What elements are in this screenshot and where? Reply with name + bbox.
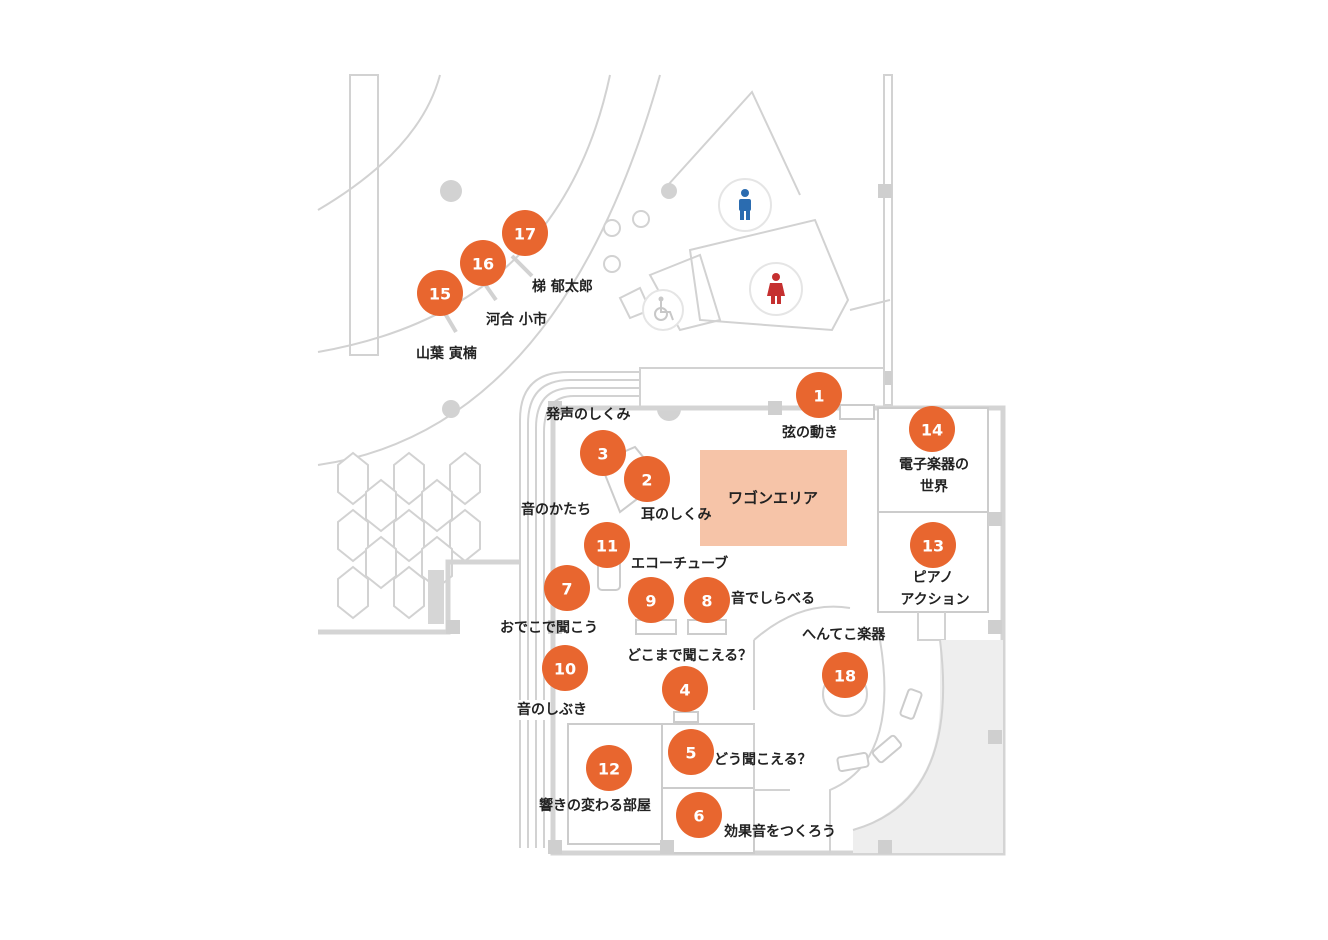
hexagon-floor (337, 451, 481, 620)
marker-4[interactable]: 4 (662, 666, 708, 712)
label-5: どう聞こえる？ (714, 752, 812, 768)
plaza-post (442, 400, 460, 418)
marker-circle[interactable] (628, 577, 674, 623)
marker-circle[interactable] (417, 270, 463, 316)
marker-circle[interactable] (502, 210, 548, 256)
marker-2[interactable]: 2 (624, 456, 670, 502)
label-14-line2: 世界 (920, 478, 949, 495)
marker-5[interactable]: 5 (668, 729, 714, 775)
marker-circle[interactable] (796, 372, 842, 418)
marker-number: 1 (813, 387, 824, 406)
marker-number: 17 (514, 225, 536, 244)
marker-number: 15 (429, 285, 451, 304)
label-13-line2: アクション (900, 592, 969, 608)
marker-circle[interactable] (460, 240, 506, 286)
marker-14[interactable]: 14 (909, 406, 955, 452)
marker-12[interactable]: 12 (586, 745, 632, 791)
marker-7[interactable]: 7 (544, 565, 590, 611)
marker-number: 13 (922, 537, 944, 556)
label-7: おでこで聞こう (500, 620, 598, 636)
marker-circle[interactable] (668, 729, 714, 775)
label-6: 効果音をつくろう (724, 823, 836, 840)
label-17: 梯 郁太郎 (532, 278, 593, 295)
label-2: 耳のしくみ (641, 507, 712, 523)
label-13-line1: ピアノ (913, 570, 954, 586)
wheelchair-figure (654, 300, 674, 321)
marker-number: 2 (641, 471, 652, 490)
marker-circle[interactable] (542, 645, 588, 691)
marker-circle[interactable] (544, 565, 590, 611)
marker-circle[interactable] (624, 456, 670, 502)
label-14-line1: 電子楽器の (899, 456, 969, 473)
marker-number: 12 (598, 760, 620, 779)
marker-9[interactable]: 9 (628, 577, 674, 623)
label-8: 音でしらべる (731, 590, 815, 607)
marker-circle[interactable] (822, 652, 868, 698)
label-9: どこまで聞こえる？ (627, 648, 752, 664)
marker-3[interactable]: 3 (580, 430, 626, 476)
label-10: 音のしぶき (517, 701, 587, 718)
man-figure (739, 189, 751, 220)
marker-18[interactable]: 18 (822, 652, 868, 698)
label-18: へんてこ楽器 (802, 626, 886, 643)
marker-number: 6 (693, 807, 704, 826)
label-16: 河合 小市 (486, 311, 547, 328)
restroom-block (618, 90, 891, 332)
label-15: 山葉 寅楠 (416, 345, 477, 362)
marker-1[interactable]: 1 (796, 372, 842, 418)
wagon-area[interactable]: ワゴンエリア (700, 450, 847, 546)
marker-circle[interactable] (910, 522, 956, 568)
label-voice: 発声のしくみ (545, 406, 631, 423)
marker-circle[interactable] (586, 745, 632, 791)
marker-number: 5 (685, 744, 696, 763)
marker-number: 4 (679, 681, 690, 700)
marker-circle[interactable] (684, 577, 730, 623)
woman-figure (767, 273, 785, 304)
marker-number: 3 (597, 445, 608, 464)
marker-11[interactable]: 11 (584, 522, 630, 568)
marker-16[interactable]: 16 (460, 240, 506, 286)
label-sound-shape: 音のかたち (521, 501, 591, 518)
plaza-post (440, 180, 462, 202)
marker-8[interactable]: 8 (684, 577, 730, 623)
marker-circle[interactable] (580, 430, 626, 476)
marker-10[interactable]: 10 (542, 645, 588, 691)
label-11: エコーチューブ (631, 555, 728, 572)
plaza-post (661, 183, 677, 199)
marker-15[interactable]: 15 (417, 270, 463, 316)
marker-number: 10 (554, 660, 576, 679)
exhibit-labels: 弦の動き 耳のしくみ どう聞こえる？ 効果音をつくろう おでこで聞こう 音でしら… (416, 278, 970, 840)
marker-circle[interactable] (909, 406, 955, 452)
wagon-area-label: ワゴンエリア (728, 489, 818, 507)
marker-17[interactable]: 17 (502, 210, 548, 256)
marker-circle[interactable] (662, 666, 708, 712)
marker-number: 11 (596, 537, 618, 556)
marker-number: 8 (701, 592, 712, 611)
marker-circle[interactable] (676, 792, 722, 838)
wheelchair-icon (642, 289, 684, 331)
marker-circle[interactable] (584, 522, 630, 568)
marker-number: 7 (561, 580, 572, 599)
marker-number: 18 (834, 667, 856, 686)
marker-number: 16 (472, 255, 494, 274)
marker-number: 14 (921, 421, 943, 440)
label-1: 弦の動き (782, 424, 838, 441)
marker-number: 9 (645, 592, 656, 611)
label-12: 響きの変わる部屋 (539, 797, 651, 814)
marker-6[interactable]: 6 (676, 792, 722, 838)
marker-13[interactable]: 13 (910, 522, 956, 568)
